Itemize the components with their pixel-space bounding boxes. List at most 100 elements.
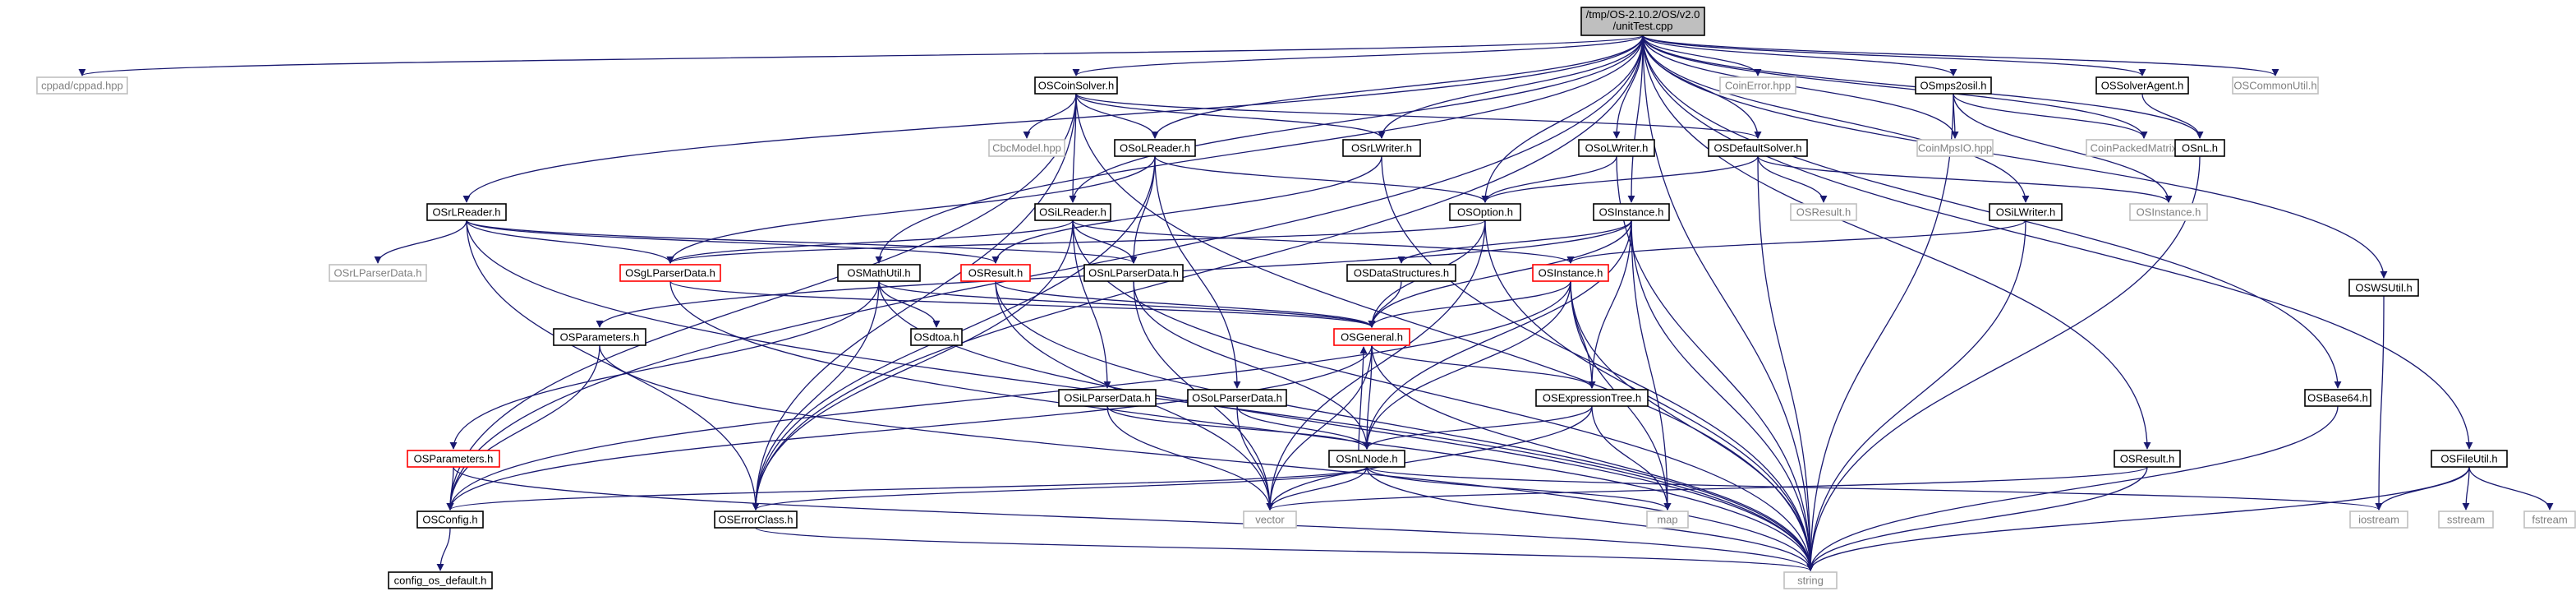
node-label: OSrLParserData.h xyxy=(334,267,422,280)
node-label: OSResult.h xyxy=(968,267,1023,280)
edge-OSrLReader-to-OSResult_trunc xyxy=(466,219,1000,264)
node-OSInstance_missing: OSInstance.h xyxy=(2129,203,2208,221)
node-OSExpressionTree[interactable]: OSExpressionTree.h xyxy=(1535,389,1649,407)
edge-OSCoinSolver-to-OSConfig xyxy=(446,93,1077,511)
node-label: CbcModel.hpp xyxy=(992,142,1061,155)
node-OSGeneral[interactable]: OSGeneral.h xyxy=(1333,328,1410,346)
edge-unitTest-to-OSCommonUtil xyxy=(1642,35,2279,76)
edge-OSCoinSolver-to-OSDefaultSolver xyxy=(1075,93,1762,139)
edge-OSiLParserData-to-OSnLNode xyxy=(1106,405,1371,450)
node-OSFileUtil[interactable]: OSFileUtil.h xyxy=(2431,450,2508,468)
edge-OSExpressionTree-to-vector xyxy=(1266,405,1593,511)
node-unitTest[interactable]: /tmp/OS-2.10.2/OS/v2.0/unitTest.cpp xyxy=(1580,7,1705,36)
node-OSoLWriter[interactable]: OSoLWriter.h xyxy=(1578,139,1655,157)
edge-OSInstance_main-to-string xyxy=(1631,219,1815,571)
node-string: string xyxy=(1783,571,1838,589)
edge-OSoLWriter-to-OSOption xyxy=(1481,155,1617,203)
node-label: fstream xyxy=(2532,514,2567,526)
edge-OSDefaultSolver-to-string xyxy=(1757,155,1815,571)
edge-OSGeneral-to-vector xyxy=(1266,344,1373,511)
node-OSrLWriter[interactable]: OSrLWriter.h xyxy=(1342,139,1421,157)
node-OSiLWriter[interactable]: OSiLWriter.h xyxy=(1989,203,2063,221)
node-OSnL[interactable]: OSnL.h xyxy=(2174,139,2225,157)
node-OSMathUtil[interactable]: OSMathUtil.h xyxy=(837,264,921,282)
node-OSBase64[interactable]: OSBase64.h xyxy=(2304,389,2371,407)
node-label: OSnLParserData.h xyxy=(1088,267,1179,280)
node-OSoLParserData[interactable]: OSoLParserData.h xyxy=(1187,389,1287,407)
node-box xyxy=(2304,389,2371,407)
edge-OSInstance_trunc-to-string xyxy=(1570,280,1815,571)
edge-OSiLWriter-to-OSInstance_trunc xyxy=(1566,219,2026,264)
edge-OSResult_trunc-to-OSGeneral xyxy=(995,280,1376,328)
node-OSParameters_main[interactable]: OSParameters.h xyxy=(553,328,646,346)
node-OSCoinSolver[interactable]: OSCoinSolver.h xyxy=(1034,76,1118,95)
node-OSInstance_trunc[interactable]: OSInstance.h xyxy=(1532,264,1609,282)
edge-OSCoinSolver-to-CbcModel xyxy=(1023,93,1077,139)
node-OSnLParserData[interactable]: OSnLParserData.h xyxy=(1083,264,1184,282)
node-OSInstance_main[interactable]: OSInstance.h xyxy=(1593,203,1670,221)
node-label: OSrLWriter.h xyxy=(1351,142,1412,155)
edge-unitTest-to-OSFileUtil xyxy=(1642,35,2473,450)
node-label: OSErrorClass.h xyxy=(718,514,793,526)
node-OSiLParserData[interactable]: OSiLParserData.h xyxy=(1058,389,1157,407)
edge-unitTest-to-OSCoinSolver xyxy=(1072,35,1644,76)
edge-unitTest-to-OSoLReader xyxy=(1151,35,1644,139)
node-OSrLReader[interactable]: OSrLReader.h xyxy=(426,203,507,221)
edge-OSrLReader-to-OSnLParserData xyxy=(466,219,1138,264)
node-OSWSUtil[interactable]: OSWSUtil.h xyxy=(2348,279,2419,297)
node-iostream: iostream xyxy=(2349,511,2408,529)
edge-OSDataStructures-to-OSGeneral xyxy=(1368,280,1402,328)
node-label: CoinMpsIO.hpp xyxy=(1918,142,1992,155)
node-box xyxy=(2095,76,2189,95)
node-box xyxy=(1328,450,1405,468)
node-label: vector xyxy=(1255,514,1285,526)
node-box xyxy=(2348,279,2419,297)
node-map: map xyxy=(1646,511,1689,529)
edge-unitTest-to-OSoLWriter xyxy=(1612,35,1644,139)
node-OSErrorClass[interactable]: OSErrorClass.h xyxy=(714,511,798,529)
edge-OSoLReader-to-OSoLParserData xyxy=(1154,155,1241,389)
node-box xyxy=(2523,511,2576,529)
node-box xyxy=(1346,264,1456,282)
node-OSResult_trunc[interactable]: OSResult.h xyxy=(960,264,1031,282)
node-OSoLReader[interactable]: OSoLReader.h xyxy=(1114,139,1196,157)
edge-OSrLReader-to-OSrLParserData xyxy=(374,219,467,264)
node-box xyxy=(1915,76,1992,95)
node-OSResult_main[interactable]: OSResult.h xyxy=(2114,450,2181,468)
node-OSnLNode[interactable]: OSnLNode.h xyxy=(1328,450,1405,468)
node-label: OSCommonUtil.h xyxy=(2233,80,2316,92)
edge-OSFileUtil-to-fstream xyxy=(2468,466,2554,511)
edge-OSgLParserData-to-string xyxy=(669,280,1815,571)
node-OSgLParserData[interactable]: OSgLParserData.h xyxy=(619,264,721,282)
node-label: config_os_default.h xyxy=(394,575,487,587)
node-label: OSoLReader.h xyxy=(1120,142,1190,155)
node-OSOption[interactable]: OSOption.h xyxy=(1449,203,1521,221)
node-OSDataStructures[interactable]: OSDataStructures.h xyxy=(1346,264,1456,282)
node-OSParameters_trunc[interactable]: OSParameters.h xyxy=(407,450,500,468)
edge-OSrLReader-to-OSErrorClass xyxy=(466,219,760,511)
node-label: OSInstance.h xyxy=(1599,206,1664,219)
node-label: map xyxy=(1657,514,1677,526)
node-OSiLReader[interactable]: OSiLReader.h xyxy=(1034,203,1111,221)
edge-OSiLReader-to-OSnLParserData xyxy=(1072,219,1138,264)
edge-OSnLNode-to-iostream xyxy=(1366,466,2383,511)
node-OSConfig[interactable]: OSConfig.h xyxy=(416,511,484,529)
edge-OSInstance_main-to-OSDataStructures xyxy=(1397,219,1632,264)
edge-OSGeneral-to-OSnLNode xyxy=(1363,344,1373,450)
node-cppad: cppad/cppad.hpp xyxy=(36,76,128,95)
edge-OSInstance_trunc-to-OSConfig xyxy=(446,280,1571,511)
node-OSDefaultSolver[interactable]: OSDefaultSolver.h xyxy=(1708,139,1808,157)
edge-OSiLParserData-to-vector xyxy=(1106,405,1274,511)
edge-unitTest-to-OSMathUtil xyxy=(875,35,1644,264)
node-OSSolverAgent[interactable]: OSSolverAgent.h xyxy=(2095,76,2189,95)
edge-unitTest-to-OSConfig xyxy=(446,35,1644,511)
node-box xyxy=(1719,76,1796,95)
node-OSmps2osil[interactable]: OSmps2osil.h xyxy=(1915,76,1992,95)
node-label: OSdtoa.h xyxy=(914,331,959,344)
node-OSCommonUtil: OSCommonUtil.h xyxy=(2232,76,2319,95)
node-OSdtoa[interactable]: OSdtoa.h xyxy=(910,328,963,346)
node-config_os_default[interactable]: config_os_default.h xyxy=(388,571,493,589)
node-label: CoinPackedMatrix.hpp xyxy=(2091,142,2198,155)
node-label-line: /unitTest.cpp xyxy=(1613,20,1673,32)
